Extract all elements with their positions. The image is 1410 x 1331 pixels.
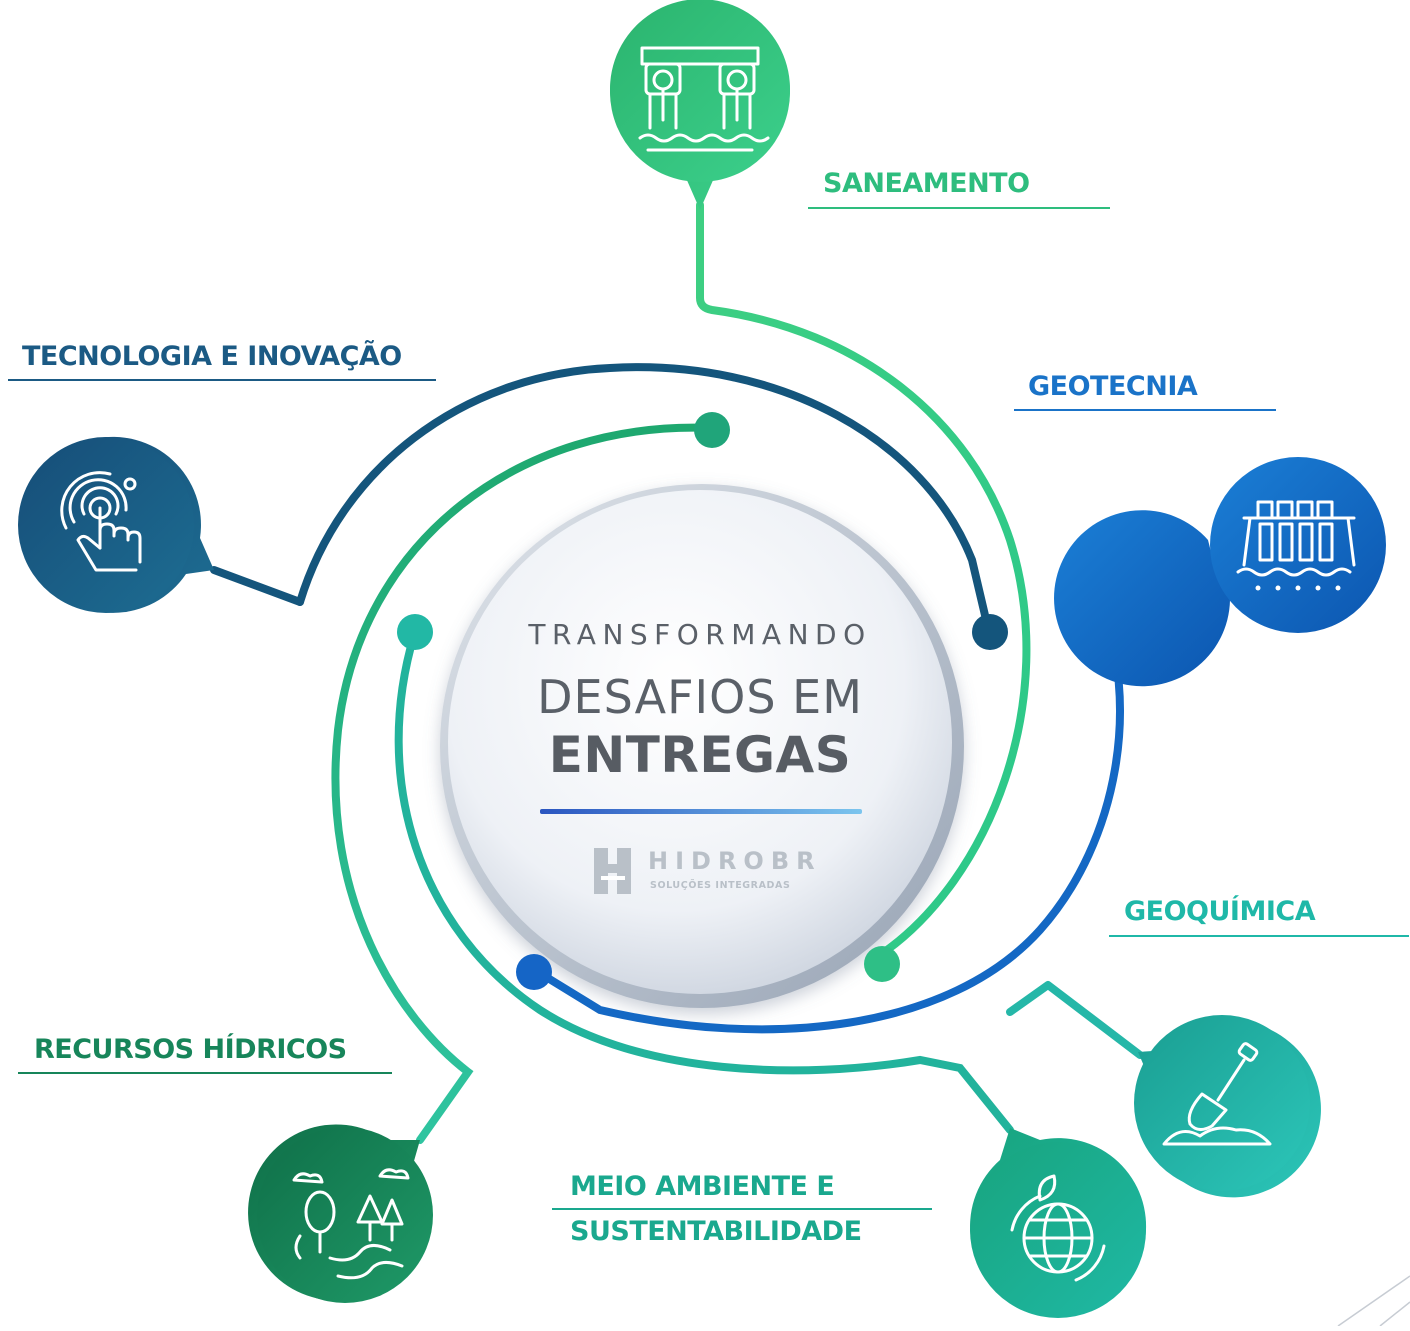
underline-tecnologia <box>8 379 436 381</box>
connector-end-dot <box>864 946 900 982</box>
label-geoquimica: GEOQUÍMICA <box>1124 896 1316 927</box>
label-recursos-hidricos: RECURSOS HÍDRICOS <box>34 1034 347 1065</box>
connector-meio-ambiente <box>394 614 1014 1134</box>
underline-recursos-hidricos <box>18 1072 392 1074</box>
water-treatment-outfall-icon <box>638 46 770 152</box>
shovel-icon <box>1162 1042 1272 1146</box>
river-landscape-icon <box>292 1168 410 1280</box>
node-geotecnia[interactable] <box>1054 457 1386 687</box>
underline-meio-ambiente <box>552 1208 932 1210</box>
center-title-line-3: ENTREGAS <box>548 726 852 784</box>
connector-end-dot <box>972 614 1008 650</box>
node-geoquimica[interactable] <box>1134 1015 1321 1198</box>
center-title-line-2: DESAFIOS EM <box>537 670 863 724</box>
dam-icon <box>1236 500 1356 577</box>
touch-technology-icon <box>60 471 142 572</box>
label-tecnologia: TECNOLOGIA E INOVAÇÃO <box>22 341 402 372</box>
connector-tecnologia <box>210 363 1008 650</box>
label-meio-ambiente-line-2: SUSTENTABILIDADE <box>570 1216 862 1247</box>
node-tecnologia[interactable] <box>18 436 214 613</box>
label-saneamento: SANEAMENTO <box>823 168 1030 199</box>
node-recursos-hidricos[interactable] <box>248 1124 433 1303</box>
label-geotecnia: GEOTECNIA <box>1028 371 1198 402</box>
connector-geotecnia <box>516 566 1214 1034</box>
logo-tagline: SOLUÇÕES INTEGRADAS <box>650 880 791 891</box>
center-disc <box>440 484 964 1008</box>
connector-end-dot <box>397 614 433 650</box>
corner-decoration <box>1337 1275 1410 1327</box>
center-title-line-1: TRANSFORMANDO <box>528 618 872 651</box>
label-meio-ambiente-line-1: MEIO AMBIENTE E <box>570 1171 835 1202</box>
node-meio-ambiente[interactable] <box>970 1128 1147 1318</box>
connector-recursos <box>331 412 730 1144</box>
hidrobr-logo-mark <box>594 848 631 894</box>
connector-end-dot <box>694 412 730 448</box>
underline-saneamento <box>808 207 1110 209</box>
node-saneamento[interactable] <box>610 0 790 210</box>
center-divider <box>540 809 862 814</box>
eco-globe-icon <box>1010 1174 1106 1282</box>
connector-saneamento <box>696 201 1031 982</box>
logo-name: HIDROBR <box>648 847 822 875</box>
dam-icon-dots <box>1255 585 1341 591</box>
connector-end-dot <box>516 954 552 990</box>
underline-geoquimica <box>1109 935 1409 937</box>
connector-geoquimica <box>1006 981 1144 1059</box>
underline-geotecnia <box>1014 409 1276 411</box>
